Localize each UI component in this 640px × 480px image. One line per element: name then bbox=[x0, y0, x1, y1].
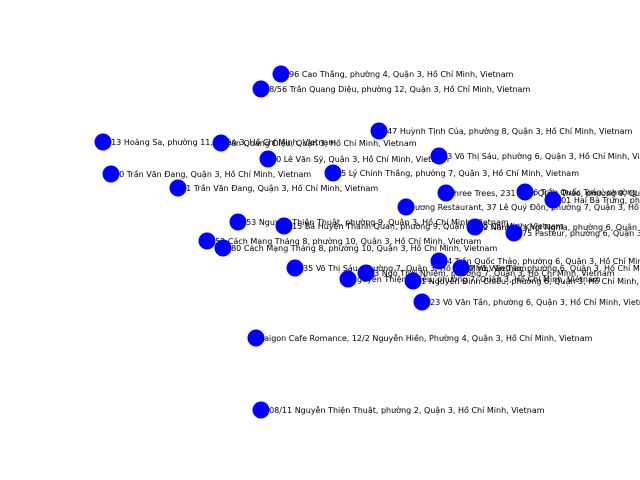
location-label: 11 Trần Văn Đang, Quận 3, Hồ Chí Minh, V… bbox=[181, 183, 378, 194]
location-marker bbox=[339, 270, 357, 288]
location-label: 196 Cao Thắng, phường 4, Quận 3, Hồ Chí … bbox=[284, 69, 514, 80]
location-label: 40 Trần Văn Đang, Quận 3, Hồ Chí Minh, V… bbox=[114, 169, 311, 180]
location-label: 32 Nam Kỳ Khởi Nghĩa, phường 6, Quận 3, … bbox=[478, 222, 640, 233]
location-marker bbox=[252, 401, 270, 419]
location-label: 153 Nguyễn Thiện Thuật, phường 9, Quận 3… bbox=[241, 217, 509, 228]
location-marker bbox=[430, 147, 448, 165]
location-label: 235 Võ Thị Sáu, phường 7, Quận 3, Hồ Chí… bbox=[298, 263, 527, 274]
location-marker bbox=[505, 224, 523, 242]
location-marker bbox=[212, 134, 230, 152]
location-label: 53 Ngô Thời Nhiệm, phường 7, Quận 3, Hồ … bbox=[369, 268, 615, 279]
location-label: 480 Cách Mạng Tháng 8, phường 10, Quận 3… bbox=[226, 243, 497, 254]
location-marker bbox=[94, 133, 112, 151]
location-label: Hương Restaurant, 37 Lê Quý Đôn, phường … bbox=[409, 202, 640, 213]
label-layer: 196 Cao Thắng, phường 4, Quận 3, Hồ Chí … bbox=[106, 69, 640, 416]
location-label: 115 Bà Huyện Thanh Quan, phường 9, Quận … bbox=[287, 221, 564, 232]
location-marker bbox=[275, 217, 293, 235]
location-label: 83 Võ Thị Sáu, phường 6, Quận 3, Hồ Chí … bbox=[442, 151, 640, 162]
location-label: 38/56 Trần Quang Diệu, phường 12, Quận 3… bbox=[264, 84, 530, 95]
location-label: Saigon Cafe Romance, 12/2 Nguyễn Hiền, P… bbox=[259, 333, 593, 344]
marker-layer bbox=[94, 65, 562, 419]
location-marker bbox=[198, 232, 216, 250]
location-label: 552 Cách Mạng Tháng 8, phường 10, Quận 3… bbox=[210, 236, 481, 247]
location-marker bbox=[397, 198, 415, 216]
location-label: Trần Quang Diệu, Quận 3, Hồ Chí Minh, Vi… bbox=[223, 138, 417, 149]
location-label: 108/11 Nguyễn Thiện Thuật, phường 2, Quậ… bbox=[264, 405, 545, 416]
location-marker bbox=[229, 213, 247, 231]
location-label: 21 Nguyễn Đình Chiểu, phường 6, Quận 3, … bbox=[416, 276, 640, 287]
location-marker bbox=[370, 122, 388, 140]
location-marker bbox=[430, 252, 448, 270]
location-marker bbox=[516, 183, 534, 201]
location-marker bbox=[272, 65, 290, 83]
location-marker bbox=[169, 179, 187, 197]
location-marker bbox=[452, 259, 470, 277]
location-marker bbox=[286, 259, 304, 277]
location-marker bbox=[413, 293, 431, 311]
location-label: Three Trees, 231 Trần Quốc Thảo, phường … bbox=[448, 188, 640, 199]
location-marker bbox=[102, 165, 120, 183]
location-label: 30 Lê Văn Sỹ, Quận 3, Hồ Chí Minh, Vietn… bbox=[271, 154, 449, 165]
location-marker bbox=[404, 272, 422, 290]
location-label: 56 Trần Quốc Toản, phường 8, Quận 3, Hồ … bbox=[528, 187, 640, 198]
location-marker bbox=[252, 80, 270, 98]
location-label: 101 Hai Bà Trưng, phường 6, Quận 3, Hồ C… bbox=[556, 195, 640, 206]
location-marker bbox=[544, 191, 562, 209]
location-marker bbox=[259, 150, 277, 168]
location-label: 24 Trần Quốc Thảo, phường 6, Quận 3, Hồ … bbox=[442, 256, 640, 267]
location-label: 747 Huỳnh Tịnh Của, phường 8, Quận 3, Hồ… bbox=[382, 126, 633, 137]
location-marker bbox=[247, 329, 265, 347]
location-marker bbox=[324, 164, 342, 182]
location-label: 275 Pasteur, phường 6, Quận 3, Hồ Chí Mi… bbox=[517, 228, 640, 239]
location-marker bbox=[214, 239, 232, 257]
location-marker bbox=[357, 264, 375, 282]
location-label: 15 Lý Chính Thắng, phường 7, Quận 3, Hồ … bbox=[336, 168, 579, 179]
location-marker bbox=[437, 184, 455, 202]
location-marker bbox=[466, 218, 484, 236]
location-label: 123 Võ Văn Tần, phường 6, Quận 3, Hồ Chí… bbox=[425, 297, 640, 308]
location-label: 42 Võ Văn Tần, phường 6, Quận 3, Hồ Chí … bbox=[464, 263, 640, 274]
location-label: Nguyễn Thiện Chiểu, phường 7, Quận 3, Hồ… bbox=[351, 274, 601, 285]
